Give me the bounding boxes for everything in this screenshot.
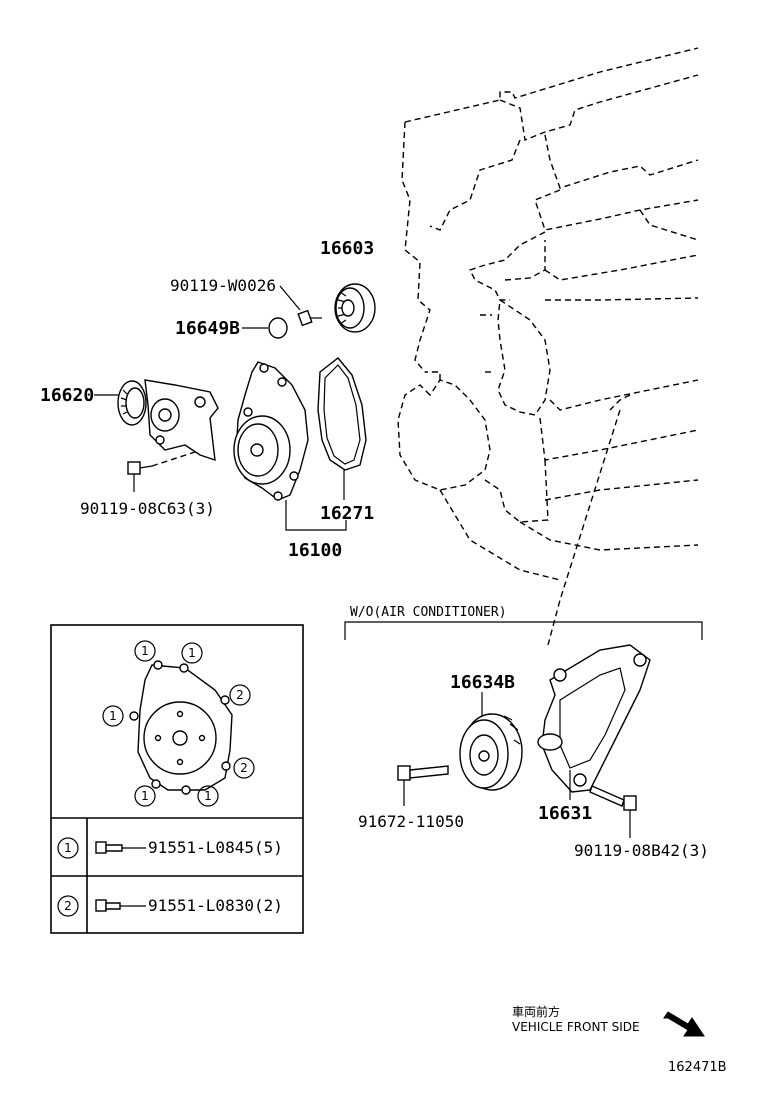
detail-box: 1 1 2 1 2 1 1 1 91551-L0845(5) 2 91551-L… (50, 624, 304, 934)
belt-tensioner (94, 379, 219, 462)
water-pump (233, 361, 309, 501)
svg-text:1: 1 (204, 789, 212, 803)
svg-text:1: 1 (141, 644, 149, 658)
label-91672-11050: 91672-11050 (358, 812, 464, 831)
svg-text:1: 1 (109, 709, 117, 723)
detail-part-91551-l0845: 91551-L0845(5) (148, 838, 283, 857)
label-16634b: 16634B (450, 672, 515, 693)
label-16100: 16100 (288, 540, 342, 561)
detail-row-2: 2 91551-L0830(2) (57, 895, 283, 917)
marker-1c: 1 (102, 705, 124, 727)
wo-group-bracket (344, 621, 703, 640)
figure-id: 162471B (668, 1060, 727, 1075)
direction-label-jp: 車両前方 (512, 1004, 560, 1019)
label-90119-08c63: 90119-08C63(3) (80, 499, 215, 518)
marker-1e: 1 (197, 785, 219, 807)
bolt-90119-08c63 (127, 451, 196, 492)
label-16271: 16271 (320, 503, 374, 524)
pulley-bracket (537, 644, 651, 800)
crank-pulley (459, 692, 523, 791)
engine-block-outline (397, 47, 699, 646)
marker-1a: 1 (134, 640, 156, 662)
marker-2b: 2 (233, 757, 255, 779)
label-16631: 16631 (538, 803, 592, 824)
svg-text:1: 1 (64, 841, 72, 855)
pulley-cap (242, 317, 288, 339)
marker-2a: 2 (229, 684, 251, 706)
detail-row-1: 1 91551-L0845(5) (57, 837, 283, 859)
bolt-91672-11050 (397, 765, 449, 806)
label-16603: 16603 (320, 238, 374, 259)
detail-part-91551-l0830: 91551-L0830(2) (148, 896, 283, 915)
bolt-90119-w0026 (279, 285, 322, 327)
bolt-90119-08b42 (589, 785, 637, 838)
label-16620: 16620 (40, 385, 94, 406)
marker-1b: 1 (181, 642, 203, 664)
svg-text:2: 2 (64, 899, 72, 913)
svg-text:2: 2 (240, 761, 248, 775)
water-pump-gasket (317, 357, 367, 500)
svg-text:1: 1 (141, 789, 149, 803)
wo-group-title: W/O(AIR CONDITIONER) (350, 605, 507, 620)
label-90119-08b42: 90119-08B42(3) (574, 841, 709, 860)
vehicle-front-arrow-icon (663, 1011, 705, 1037)
bracket-16100 (285, 500, 347, 531)
svg-text:1: 1 (188, 646, 196, 660)
label-16649b: 16649B (175, 318, 240, 339)
label-90119-w0026: 90119-W0026 (170, 276, 276, 295)
svg-text:2: 2 (236, 688, 244, 702)
idler-pulley (334, 283, 376, 333)
marker-1d: 1 (134, 785, 156, 807)
direction-label-en: VEHICLE FRONT SIDE (512, 1020, 640, 1034)
